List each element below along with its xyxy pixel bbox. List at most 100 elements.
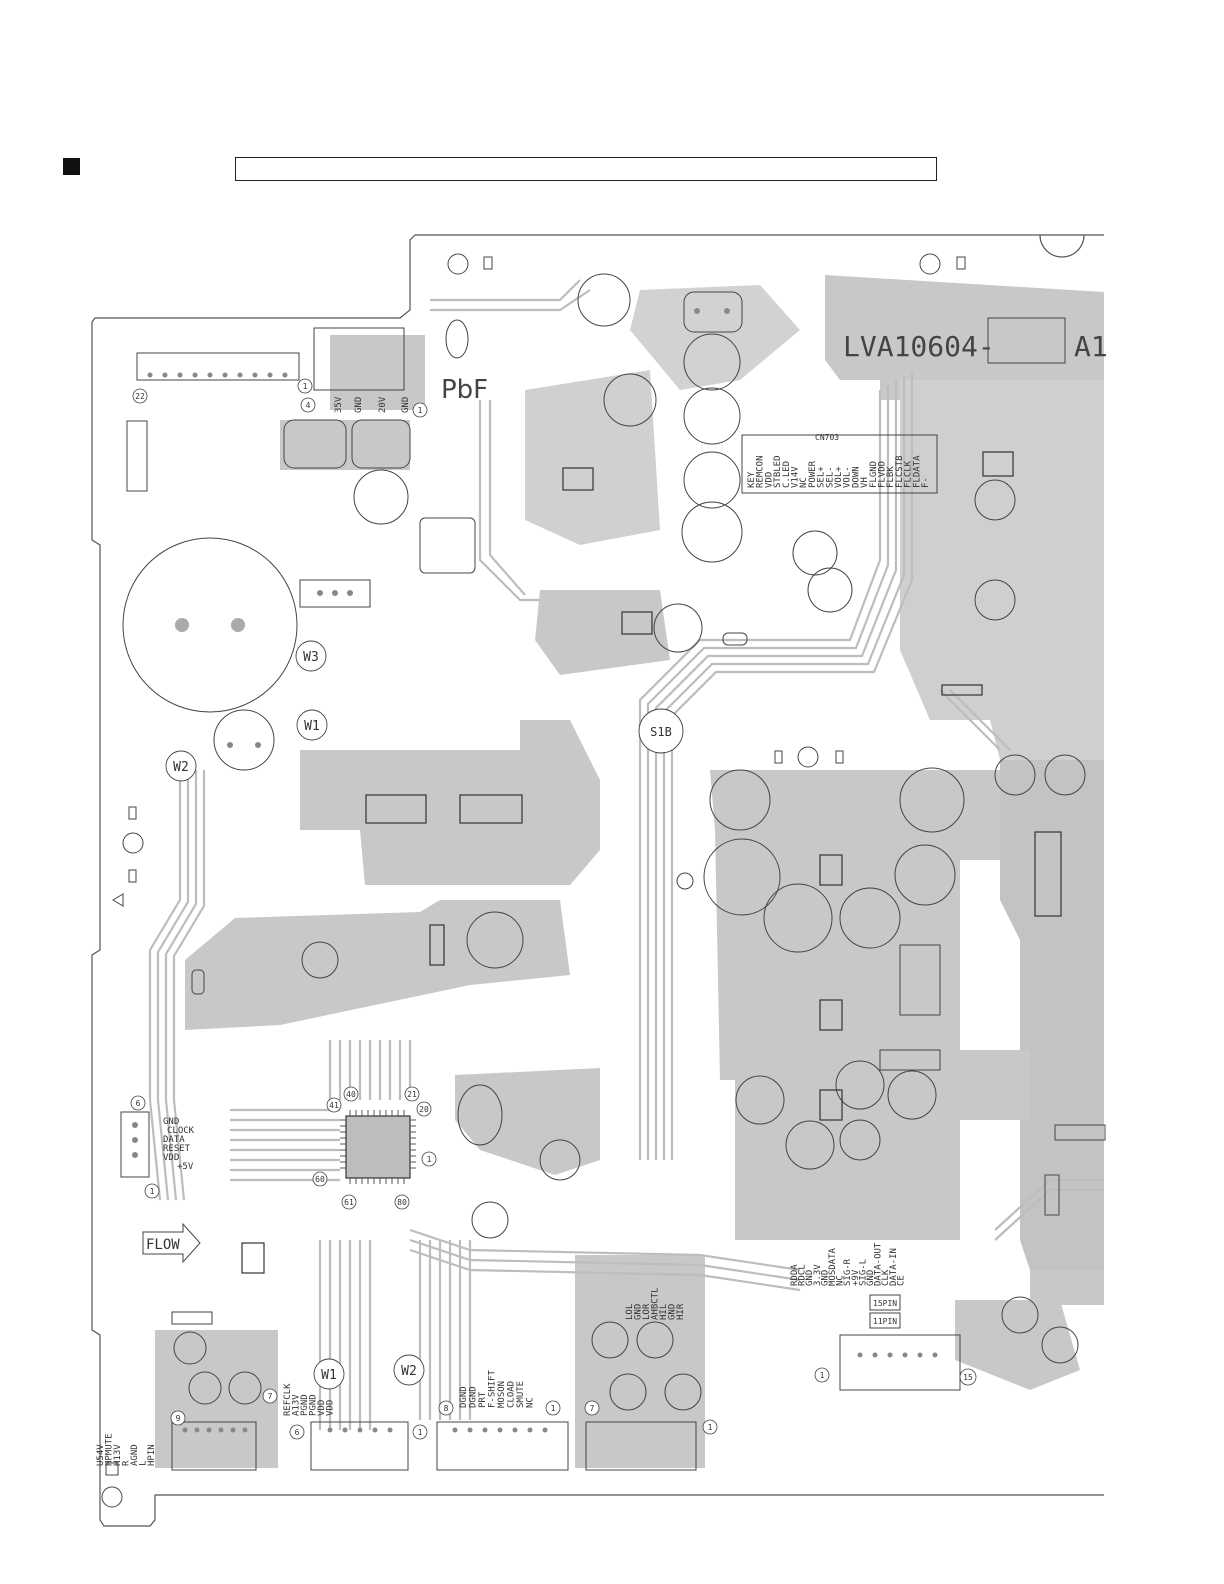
board-outline xyxy=(91,234,1104,1527)
pin-label: GND xyxy=(668,1304,678,1320)
pin-label: U54V xyxy=(96,1444,106,1466)
pin-label: DGND xyxy=(459,1386,469,1408)
pin-label: FLCSTB xyxy=(895,455,905,488)
pin-count-tags: 15PIN 11PIN xyxy=(873,1299,897,1326)
pin-label: GND xyxy=(866,1270,876,1286)
power-label: GND xyxy=(354,397,364,413)
pin-label: 6 xyxy=(295,1428,300,1437)
power-labels: 35V GND 20V GND xyxy=(334,396,411,413)
pin-label: +5V xyxy=(177,1162,194,1172)
jumper-rings xyxy=(165,640,684,1390)
components xyxy=(101,253,1106,1508)
pin-label: DATA-IN xyxy=(889,1248,899,1286)
pin-label: VOL+ xyxy=(834,466,844,488)
pin-label: DGND xyxy=(469,1386,479,1408)
pin-label: PGND xyxy=(309,1394,319,1416)
right-connector-pin-labels: RDDARDCLGND3.3VGNDMOSDATANCSIG-R+9VSIG-L… xyxy=(790,1242,906,1286)
connectors xyxy=(120,317,1066,1471)
pin-label: HIL xyxy=(659,1304,669,1320)
power-label: 35V xyxy=(334,396,344,413)
pin-label: GND xyxy=(163,1117,179,1127)
pin-label: FLCLK xyxy=(904,460,914,488)
pin-label: 1 xyxy=(303,382,308,391)
warning-triangle xyxy=(112,893,124,907)
pin-label: 1 xyxy=(150,1187,155,1196)
revision-label: A1 xyxy=(1074,330,1108,363)
pin-label: SEL- xyxy=(825,466,835,488)
pin-label: 3.3V xyxy=(813,1264,823,1286)
pin-label: 15 xyxy=(963,1373,973,1382)
pin-label: GND xyxy=(634,1304,644,1320)
pin-label: FLDATA xyxy=(912,455,922,488)
pin-label: 20 xyxy=(419,1105,429,1114)
power-label: 20V xyxy=(378,396,388,413)
pin-label: 9 xyxy=(176,1414,181,1423)
pin-label: POWER xyxy=(808,460,818,488)
pin-label: SEL+ xyxy=(817,466,827,488)
pin-label: HIR xyxy=(676,1303,686,1320)
pin-label: +9V xyxy=(851,1269,861,1286)
pin-label: MOSDATA xyxy=(828,1247,838,1286)
header-marker xyxy=(63,158,80,175)
pin-label: RDCL xyxy=(798,1264,808,1286)
pin-marker-labels: 22 1 4 1 41 40 21 20 1 60 61 80 6 1 9 7 … xyxy=(135,382,973,1437)
pin-label: AHBCTL xyxy=(651,1287,661,1320)
pin-label: VDD xyxy=(317,1400,327,1416)
pin-label: 7 xyxy=(590,1404,595,1413)
pin-label: DATA-OUT xyxy=(874,1242,884,1286)
pin-label: 60 xyxy=(315,1175,325,1184)
jumper-w3-label: W3 xyxy=(303,650,319,665)
pin-label: 80 xyxy=(397,1198,407,1207)
pin-label: MOSON xyxy=(497,1381,507,1408)
pin-label: V14V xyxy=(791,466,801,488)
pin-label: 1 xyxy=(427,1155,432,1164)
pin-label: FLVDD xyxy=(878,461,888,488)
connector-pads xyxy=(132,308,938,1433)
pin-label: 1 xyxy=(708,1423,713,1432)
pin-label: HPMUTE xyxy=(105,1433,115,1466)
pin-label: H13V xyxy=(113,1444,123,1466)
pin-label: NC xyxy=(526,1397,536,1408)
pin-label: GND xyxy=(820,1270,830,1286)
pin-label: HPIN xyxy=(147,1444,157,1466)
pin-label: VOL- xyxy=(843,466,853,488)
pin-label: SMUTE xyxy=(516,1381,526,1408)
flow-label: FLOW xyxy=(146,1237,180,1253)
pin-label: 21 xyxy=(407,1090,417,1099)
pin-label: CLOAD xyxy=(507,1381,517,1408)
pin-label: 1 xyxy=(551,1404,556,1413)
pin-label: A13V xyxy=(292,1394,302,1416)
pin-label: SIG-R xyxy=(843,1258,853,1286)
pin-label: F- xyxy=(921,477,931,488)
pin-label: C.LED xyxy=(782,461,792,488)
pin-label: NC xyxy=(836,1275,846,1286)
pin-label: SIG-L xyxy=(858,1259,868,1286)
pin-label: 1 xyxy=(820,1371,825,1380)
jumper-w2b-label: W2 xyxy=(401,1364,417,1379)
ref-s1b-label: S1B xyxy=(650,725,672,739)
pin-label: FLBK xyxy=(886,466,896,488)
pin-label: RDDA xyxy=(790,1264,800,1286)
pin-tag-11: 11PIN xyxy=(873,1317,897,1326)
jumper-w2-label: W2 xyxy=(173,760,189,775)
trace-bundles xyxy=(148,279,1104,1430)
pin-label: GND xyxy=(805,1270,815,1286)
pin-label: LOR xyxy=(642,1303,652,1320)
flow-arrow xyxy=(142,1222,201,1264)
pin-marker-circles xyxy=(130,378,977,1440)
pin-label: 61 xyxy=(344,1198,354,1207)
pin-label: CLK xyxy=(881,1269,891,1286)
pin-label: 41 xyxy=(329,1101,339,1110)
jumper-w1-label: W1 xyxy=(304,719,320,734)
power-label: GND xyxy=(401,397,411,413)
main-processor-ic xyxy=(345,1115,411,1179)
pin-label: 6 xyxy=(136,1099,141,1108)
pin-label: PGND xyxy=(300,1394,310,1416)
pin-label: 1 xyxy=(418,1428,423,1437)
pin-label: VDD xyxy=(163,1153,179,1163)
